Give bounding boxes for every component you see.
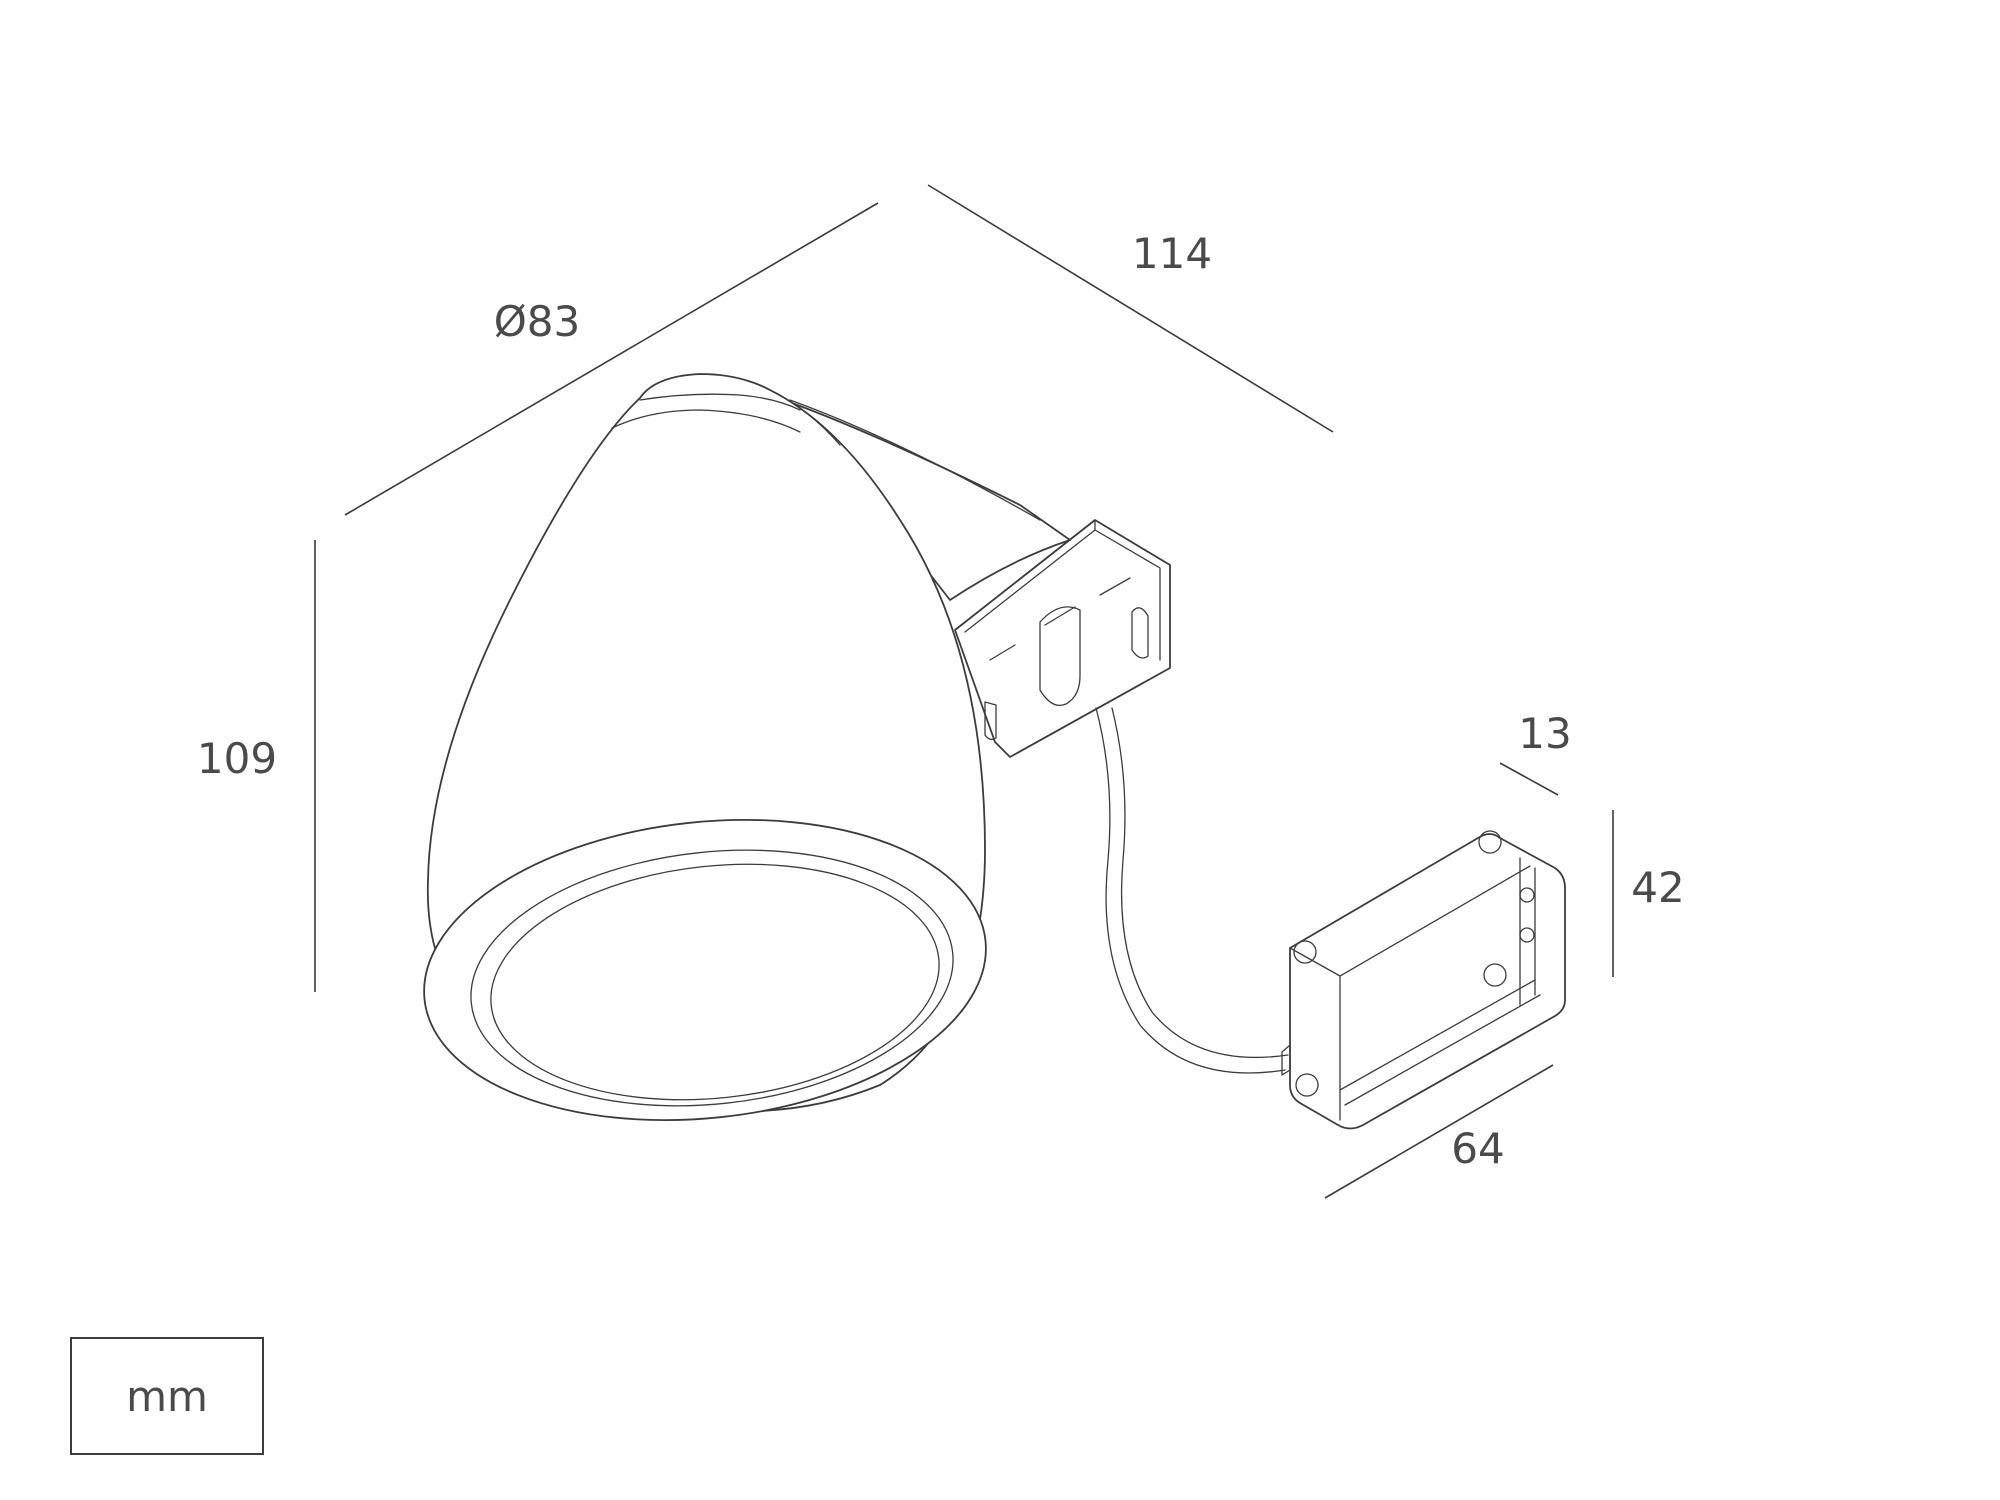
bracket-slot-right [1131, 607, 1149, 659]
dimension-labels: Ø83 114 109 13 42 64 [197, 229, 1685, 1173]
terminal-icon-2 [1519, 927, 1535, 943]
lamp-top-band-line-2 [639, 393, 801, 411]
lamp-front-bezel [423, 818, 987, 1122]
cable [1095, 707, 1289, 1074]
lamp-rear [769, 394, 1071, 601]
bracket-slot-left [984, 701, 997, 741]
terminal-icon-1 [1519, 887, 1535, 903]
mounting-bracket [954, 519, 1171, 758]
driver-box [1281, 830, 1566, 1130]
driver-base-rails [1339, 979, 1541, 1106]
lamp-rear-edge [789, 399, 1041, 521]
driver-width-label: 64 [1451, 1124, 1504, 1173]
screw-icon-front-right [1295, 1073, 1319, 1097]
cable-line-outer [1095, 707, 1286, 1074]
length-dimension-line [927, 184, 1334, 433]
height-label: 109 [197, 734, 277, 783]
cable-line-inner [1111, 707, 1289, 1059]
lamp-top-band-line-1 [611, 409, 801, 433]
driver-width-dimension-line [1324, 1064, 1554, 1199]
lamp-highlight [769, 389, 841, 446]
driver-height-label: 42 [1631, 863, 1684, 912]
lamp-lens-outer-ring [470, 849, 954, 1107]
driver-housing [1289, 833, 1566, 1130]
bracket-dash-3 [1099, 577, 1131, 596]
units-label: mm [126, 1371, 208, 1421]
length-label: 114 [1132, 229, 1212, 278]
bracket-dash-1 [989, 644, 1016, 661]
screw-icon-back-left [1478, 830, 1502, 854]
lamp-rear-housing [769, 394, 1071, 601]
bracket-fold-line [1094, 529, 1161, 661]
screw-icon-front-left [1293, 940, 1317, 964]
driver-depth-dimension-line [1499, 762, 1559, 796]
lamp-lens [490, 863, 940, 1101]
lamp-body [423, 373, 987, 1122]
diameter-label: Ø83 [494, 297, 581, 346]
driver-depth-label: 13 [1518, 709, 1571, 758]
bracket-slot-center [1039, 606, 1081, 707]
bracket-top-edge [954, 519, 1096, 633]
bracket-dash-2 [1044, 606, 1076, 626]
cable-entry [1281, 1044, 1291, 1076]
driver-terminal-side [1519, 857, 1536, 1006]
driver-edges [1289, 865, 1531, 1121]
units-box: mm [70, 1337, 264, 1455]
screw-icon-back-right [1483, 963, 1507, 987]
dimension-lines [314, 184, 1614, 1199]
diameter-dimension-line [344, 202, 879, 516]
